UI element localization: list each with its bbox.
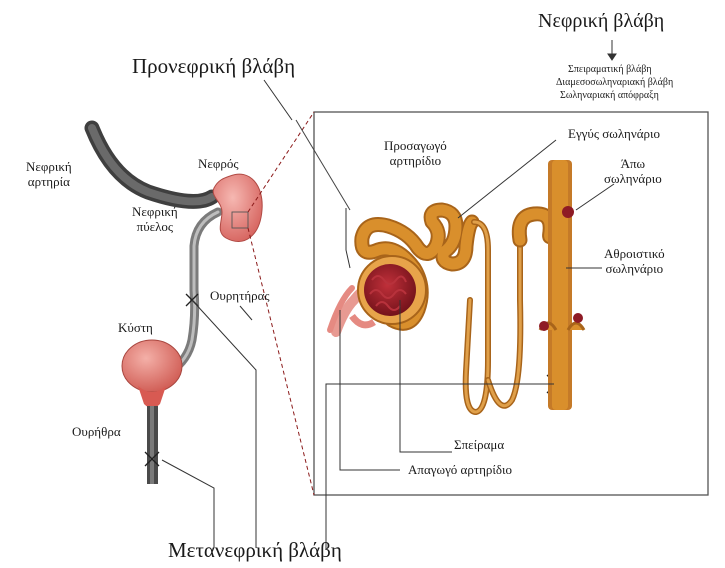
kidney-label: Νεφρός xyxy=(198,156,239,171)
distal-tubule-label: Άπω σωληνάριο xyxy=(604,156,662,186)
proximal-tubule-label: Εγγύς σωληνάριο xyxy=(568,126,660,141)
renal-pelvis-label: Νεφρική πύελος xyxy=(132,204,178,234)
urethra-label: Ουρήθρα xyxy=(72,424,121,439)
glomerulus-shape xyxy=(352,256,426,325)
renal-damage-cause-2: Διαμεσοσωληναριακή βλάβη xyxy=(556,77,673,89)
bladder-shape xyxy=(122,340,182,408)
prerenal-damage-title: Προνεφρική βλάβη xyxy=(132,54,295,79)
postrenal-damage-title: Μετανεφρική βλάβη xyxy=(168,538,342,563)
ureter-label: Ουρητήρας xyxy=(210,288,270,303)
renal-damage-cause-1: Σπειραματική βλάβη xyxy=(568,64,652,76)
renal-artery-shape xyxy=(92,128,212,201)
efferent-arteriole-label: Απαγωγό αρτηρίδιο xyxy=(408,462,512,477)
kidney-shape xyxy=(213,174,262,241)
renal-damage-title: Νεφρική βλάβη xyxy=(538,10,664,33)
nephron-tubule xyxy=(330,210,556,412)
collecting-duct-shape xyxy=(539,160,584,410)
bladder-label: Κύστη xyxy=(118,320,153,335)
collecting-duct-label: Αθροιστικό σωληνάριο xyxy=(604,246,665,276)
glomerulus-label: Σπείραμα xyxy=(454,437,504,452)
afferent-arteriole-label: Προσαγωγό αρτηρίδιο xyxy=(384,138,447,168)
renal-artery-label: Νεφρική αρτηρία xyxy=(26,159,72,189)
renal-damage-cause-3: Σωληναριακή απόφραξη xyxy=(560,90,659,102)
